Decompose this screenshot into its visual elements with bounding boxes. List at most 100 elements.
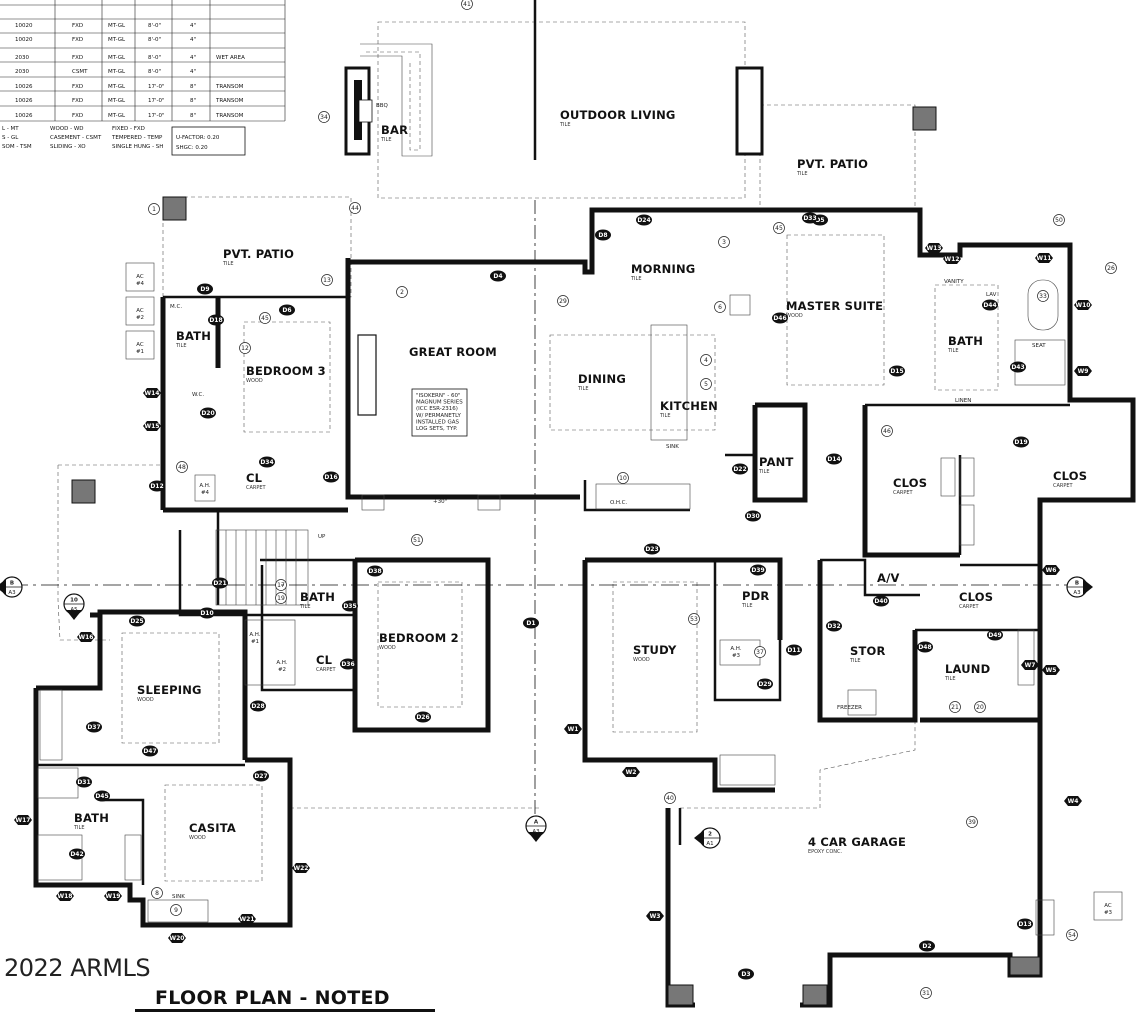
schedule-cell: MT-GL [108, 113, 126, 119]
room-finish-bath-left: TILE [175, 343, 186, 349]
window-tag: W18 [56, 891, 74, 901]
room-label-casita: CASITA [189, 821, 236, 835]
window-tag: W13 [925, 243, 943, 253]
keynote: 54 [1066, 929, 1078, 941]
keynote: 8 [151, 887, 163, 899]
section-sheet: A1 [706, 841, 713, 847]
keynote: 34 [318, 111, 330, 123]
room-label-dining: DINING [578, 372, 626, 386]
door-tag-label: D14 [827, 456, 840, 463]
room-finish-kitchen: TILE [659, 413, 670, 419]
fireplace-note-line: LOG SETS, TYP. [416, 426, 458, 432]
door-tag-label: D19 [1014, 439, 1027, 446]
keynote: 50 [1053, 214, 1065, 226]
room-label-av: A/V [877, 571, 900, 585]
room-label-bath-casita: BATH [74, 811, 109, 825]
window-tag: W3 [646, 911, 664, 921]
door-tag: D39 [750, 564, 766, 576]
window-tag: W17 [14, 815, 32, 825]
window-tag: W20 [168, 933, 186, 943]
window-tag: W9 [1074, 366, 1092, 376]
schedule-cell: 8'-0" [148, 23, 161, 29]
room-finish-clos-left: CARPET [893, 490, 914, 496]
room-finish-bedroom2: WOOD [379, 645, 396, 651]
dimension-30in: +30" [433, 499, 447, 505]
room-label-laund: LAUND [945, 662, 990, 676]
keynote-label: 19 [277, 595, 285, 602]
door-tag: D24 [636, 214, 652, 226]
fireplace-note-line: INSTALLED GAS [416, 419, 460, 425]
room-finish-pdr: TILE [741, 603, 752, 609]
door-tag: D29 [757, 678, 773, 690]
door-tag: D28 [250, 700, 266, 712]
schedule-cell: MT-GL [108, 55, 126, 61]
keynote: 45 [773, 222, 785, 234]
door-tag: D16 [323, 471, 339, 483]
room-finish-dining: TILE [577, 386, 588, 392]
door-tag-label: D3 [741, 971, 750, 978]
keynote: 26 [1105, 262, 1117, 274]
door-tag-label: D18 [209, 317, 222, 324]
room-label-great-room: GREAT ROOM [409, 345, 497, 359]
door-tag-label: D38 [368, 568, 381, 575]
keynote: 13 [321, 274, 333, 286]
room-label-kitchen: KITCHEN [660, 399, 718, 413]
section-marker-b-left: BA3 [0, 576, 23, 598]
linen-label: LINEN [955, 398, 971, 404]
door-tag-label: D46 [773, 315, 786, 322]
schedule-cell: CSMT [72, 69, 88, 75]
door-tag: D1 [523, 617, 539, 629]
keynote-label: 45 [775, 225, 783, 232]
door-tag: D11 [786, 644, 802, 656]
window-tag-label: W19 [106, 893, 121, 900]
keynote-label: 12 [241, 345, 249, 352]
schedule-cell: 10020 [15, 23, 33, 29]
lav-label: LAV [986, 292, 997, 298]
door-tag-label: D2 [922, 943, 931, 950]
window-tag-label: W15 [145, 423, 160, 430]
room-finish-bedroom3: WOOD [246, 378, 263, 384]
room-label-pvt-patio-right: PVT. PATIO [797, 157, 868, 171]
keynote: 45 [259, 312, 271, 324]
room-label-cl-left: CL [246, 471, 263, 485]
door-tag-label: D49 [988, 632, 1001, 639]
room-finish-stor: TILE [849, 658, 860, 664]
door-tag: D27 [253, 770, 269, 782]
schedule-cell: FXD [72, 113, 83, 119]
window-tag-label: W2 [626, 769, 637, 776]
keynote-label: 1 [152, 206, 156, 213]
door-tag: D26 [415, 711, 431, 723]
schedule-cell: 8" [190, 98, 196, 104]
keynote-label: 3 [722, 239, 726, 246]
door-tag: D19 [1013, 436, 1029, 448]
keynote: 19 [275, 592, 287, 604]
room-finish-morning: TILE [630, 276, 641, 282]
ac-unit-label: A.H. [199, 483, 210, 489]
schedule-cell: 2030 [15, 55, 29, 61]
fireplace-note-box [411, 388, 468, 437]
schedule-cell: TRANSOM [215, 84, 244, 90]
plan-title: FLOOR PLAN - NOTED [155, 987, 390, 1009]
keynote-label: 31 [922, 990, 930, 997]
door-tag: D31 [76, 776, 92, 788]
door-tag-label: D20 [201, 410, 214, 417]
window-tag-label: W1 [568, 726, 579, 733]
schedule-cell: 10026 [15, 113, 33, 119]
keynote-label: 13 [323, 277, 331, 284]
door-tag-label: D12 [150, 483, 163, 490]
section-id: A [534, 820, 539, 826]
legend-c1-1: S - GL [2, 135, 19, 141]
door-tag-label: D6 [282, 307, 291, 314]
keynote: 1 [148, 203, 160, 215]
room-label-clos-right: CLOS [1053, 469, 1087, 483]
schedule-cell: MT-GL [108, 84, 126, 90]
ac-unit-label: AC [1104, 903, 1112, 909]
keynote: 6 [714, 301, 726, 313]
keynote-label: 37 [756, 649, 764, 656]
keynote-label: 34 [320, 114, 328, 121]
schedule-cell: TRANSOM [215, 98, 244, 104]
door-tag: D43 [1010, 361, 1026, 373]
schedule-cell: MT-GL [108, 23, 126, 29]
keynote: 21 [949, 701, 961, 713]
section-sheet: A3 [8, 590, 16, 596]
